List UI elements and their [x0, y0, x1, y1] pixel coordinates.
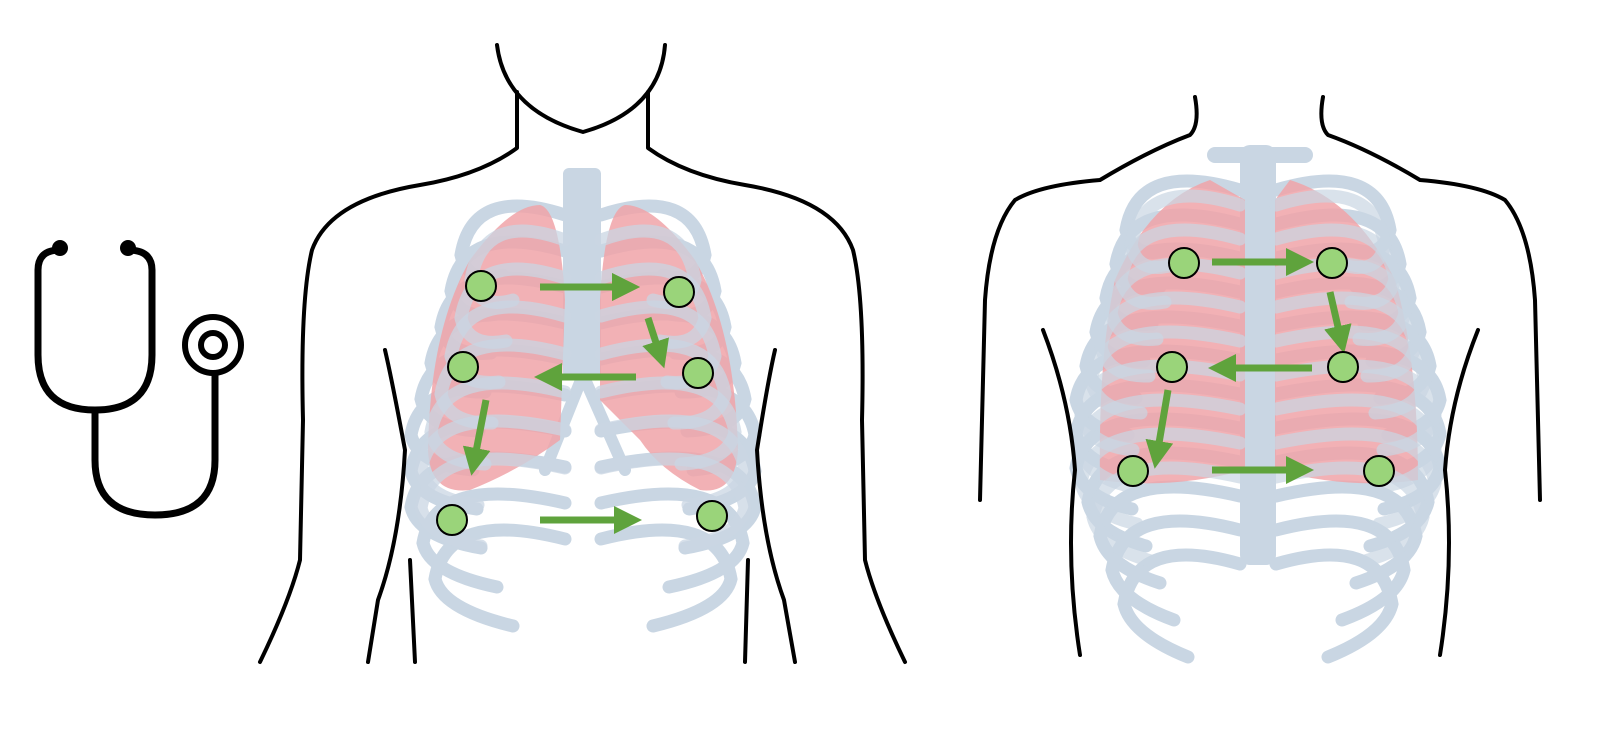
rib: [594, 262, 712, 349]
rib: [1074, 427, 1247, 531]
auscultation-point-icon: [682, 357, 714, 389]
rib: [1269, 548, 1399, 664]
rib: [454, 262, 572, 349]
auscultation-point-icon: [696, 500, 728, 532]
rib: [1105, 514, 1247, 627]
posterior-body-outline-right: [1319, 95, 1542, 502]
auscultation-point-icon: [1327, 351, 1359, 383]
rib: [428, 523, 572, 633]
rib: [594, 487, 750, 594]
auscultation-point-icon: [1156, 351, 1188, 383]
rib: [1074, 393, 1247, 494]
anterior-body-outline-right: [646, 90, 907, 664]
anterior-waist-right: [743, 558, 750, 664]
rib: [416, 487, 572, 594]
rib: [1269, 514, 1411, 627]
arrow-icon: [1145, 389, 1174, 469]
rib: [414, 414, 572, 512]
rib: [414, 452, 572, 553]
anterior-torso-figure: [258, 43, 907, 664]
anterior-body-outline-left: [258, 90, 519, 664]
auscultation-point-icon: [447, 351, 479, 383]
anterior-arm-line-right: [755, 348, 797, 664]
anterior-waist-left: [408, 558, 417, 664]
posterior-body-outline-left: [978, 95, 1199, 502]
auscultation-point-icon: [1168, 247, 1200, 279]
auscultation-point-icon: [1316, 247, 1348, 279]
posterior-flank-right: [1438, 328, 1480, 657]
auscultation-point-icon: [1117, 455, 1149, 487]
rib: [594, 452, 752, 553]
rib: [594, 523, 738, 633]
stethoscope-icon: [34, 240, 244, 519]
auscultation-point-icon: [1363, 455, 1395, 487]
rib: [464, 224, 572, 309]
auscultation-point-icon: [663, 276, 695, 308]
rib: [1086, 461, 1247, 568]
rib: [1269, 427, 1442, 531]
rib: [594, 376, 742, 471]
sternum: [563, 168, 601, 378]
costal-margin: [539, 369, 631, 476]
posterior-torso-figure: [978, 95, 1542, 664]
auscultation-point-icon: [436, 504, 468, 536]
rib: [594, 414, 752, 512]
anterior-arm-line-left: [366, 348, 407, 664]
rib: [424, 376, 572, 471]
auscultation-point-icon: [465, 270, 497, 302]
anterior-neck-outline: [495, 43, 667, 134]
spine: [1240, 145, 1276, 565]
arrow-icon: [1324, 291, 1352, 354]
arrow-icon: [462, 399, 491, 476]
arrow-icon: [642, 316, 669, 369]
rib: [1269, 393, 1442, 494]
rib: [1269, 461, 1430, 568]
rib: [1117, 548, 1247, 664]
posterior-flank-left: [1041, 328, 1082, 657]
